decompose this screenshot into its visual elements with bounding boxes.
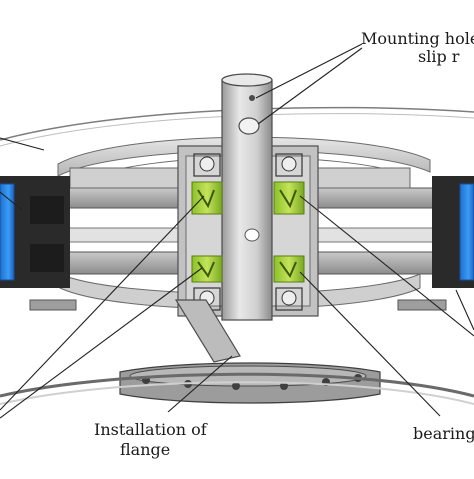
leader-left-lower-bearing — [0, 267, 203, 419]
leader-flange — [167, 355, 233, 413]
leader-right-block — [455, 289, 474, 331]
flange-hole-3 — [232, 382, 240, 390]
label-bearing: bearing — [413, 424, 474, 443]
leader-left-actuator — [0, 191, 23, 211]
label-installation-of: Installation of — [94, 420, 207, 439]
leader-right-lower-bearing — [299, 271, 441, 417]
leader-slip-ring-hole — [257, 47, 363, 125]
support-arm — [174, 299, 241, 363]
upper-ring-dish — [57, 136, 431, 177]
mounting-hole — [249, 95, 255, 101]
left-block-slot-top — [30, 196, 64, 224]
outer-ring-edge-bottom-highlight — [0, 381, 474, 405]
vertical-shaft — [221, 79, 273, 321]
lower-right-lip — [397, 299, 447, 311]
shaft-center-hole — [244, 228, 260, 242]
bearing-upper-left — [191, 153, 223, 215]
label-slip-ring: slip r — [418, 47, 460, 66]
left-block-slot-bottom — [30, 244, 64, 272]
label-mounting-hole: Mounting hole — [361, 29, 474, 48]
lower-ring-dish — [59, 273, 421, 310]
leader-lines — [0, 43, 474, 419]
label-flange: flange — [120, 440, 171, 459]
lower-left-lip — [29, 299, 77, 311]
outer-ring-edge-bottom — [0, 372, 474, 398]
bearing-lower-right — [273, 255, 305, 311]
right-blue-actuator — [459, 183, 474, 281]
leader-left-top — [0, 137, 45, 151]
leader-left-upper-bearing — [0, 195, 205, 411]
shaft-top-face — [221, 73, 273, 87]
flange-hole-4 — [280, 382, 288, 390]
leader-mounting-hole — [255, 43, 363, 99]
shaft-cross-hole — [238, 117, 260, 135]
left-blue-actuator — [0, 183, 15, 281]
leader-right-upper-bearing — [299, 195, 474, 337]
bearing-upper-right — [273, 153, 305, 215]
